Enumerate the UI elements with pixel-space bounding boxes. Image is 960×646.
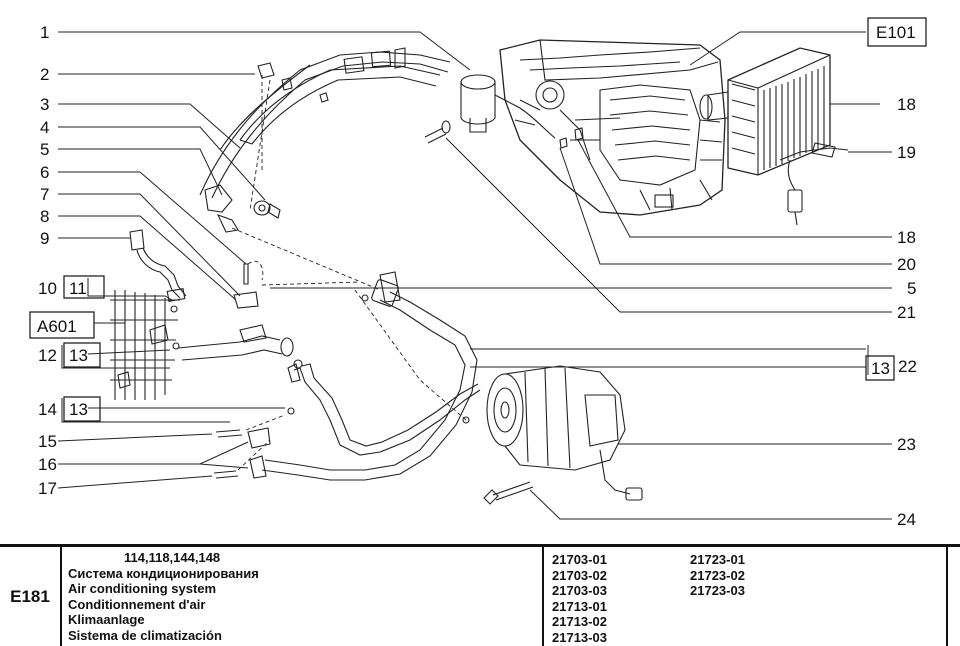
section-code: E181 xyxy=(0,547,62,646)
title-es: Sistema de climatización xyxy=(68,627,222,643)
callout-17: 17 xyxy=(38,479,57,498)
part-number: 21713-01 xyxy=(552,598,607,614)
section-title-cell: 114,118,144,148 Система кондиционировани… xyxy=(62,547,544,646)
temperature-sensor-drawing xyxy=(779,142,849,226)
callout-8: 8 xyxy=(40,207,49,226)
callout-13-right: 13 xyxy=(871,359,890,378)
part-number: 21723-02 xyxy=(690,567,745,583)
leader-lines xyxy=(57,31,892,520)
condenser-pipe-drawing xyxy=(172,324,303,369)
part-numbers-cell: 21703-01 21703-02 21703-03 21713-01 2171… xyxy=(544,547,948,646)
callout-16: 16 xyxy=(38,455,57,474)
callout-5: 5 xyxy=(40,140,49,159)
callout-22: 22 xyxy=(898,357,917,376)
callout-1: 1 xyxy=(40,23,49,42)
assembly-lines xyxy=(231,75,467,471)
callout-13-upper: 13 xyxy=(69,346,88,365)
compressor-hoses-drawing xyxy=(213,271,481,481)
callout-10: 10 xyxy=(38,279,57,298)
callout-18-top: 18 xyxy=(897,95,916,114)
callout-2: 2 xyxy=(40,65,49,84)
callout-11: 11 xyxy=(69,279,87,298)
part-number: 21713-02 xyxy=(552,614,607,630)
pressure-switch-drawing xyxy=(204,62,329,233)
evaporator-core-drawing xyxy=(699,47,831,176)
callout-e101: E101 xyxy=(876,23,916,42)
part-number: 21723-01 xyxy=(690,552,745,567)
heater-housing-drawing xyxy=(499,39,726,216)
callout-5-right: 5 xyxy=(907,279,916,298)
part-numbers-column-1: 21703-01 21703-02 21703-03 21713-01 2171… xyxy=(552,552,607,646)
callout-numbers: 1 2 3 4 5 6 7 8 9 10 11 A601 12 13 14 13… xyxy=(37,23,917,529)
callout-boxes xyxy=(29,17,927,422)
callout-3: 3 xyxy=(40,95,49,114)
part-number: 21703-03 xyxy=(552,583,607,599)
callout-19: 19 xyxy=(897,143,916,162)
part-number: 21713-03 xyxy=(552,629,607,645)
part-number: 21703-01 xyxy=(552,552,607,567)
callout-14: 14 xyxy=(38,400,57,419)
title-de: Klimaanlage xyxy=(68,612,145,628)
callout-21: 21 xyxy=(897,303,916,322)
callout-12: 12 xyxy=(38,346,57,365)
model-list: 114,118,144,148 xyxy=(124,550,221,565)
parts-diagram: 1 2 3 4 5 6 7 8 9 10 11 A601 12 13 14 13… xyxy=(29,17,927,529)
compressor-drawing xyxy=(486,365,643,501)
callout-7: 7 xyxy=(40,185,49,204)
callout-6: 6 xyxy=(40,163,49,182)
callout-20: 20 xyxy=(897,255,916,274)
high-pressure-pipe-drawing xyxy=(199,47,451,199)
title-en: Air conditioning system xyxy=(68,581,217,597)
title-ru: Система кондиционирования xyxy=(68,565,259,581)
callout-15: 15 xyxy=(38,432,57,451)
callout-a601: A601 xyxy=(37,317,77,336)
title-fr: Conditionnement d'air xyxy=(68,596,206,612)
title-block: E181 114,118,144,148 Система кондиционир… xyxy=(0,544,960,646)
condenser-drawing xyxy=(110,290,180,400)
callout-4: 4 xyxy=(40,118,49,137)
compressor-bolt-drawing xyxy=(483,481,534,505)
callout-13-lower: 13 xyxy=(69,400,88,419)
part-numbers-column-2: 21723-01 21723-02 21723-03 xyxy=(690,552,745,599)
callout-23: 23 xyxy=(897,435,916,454)
part-number: 21703-02 xyxy=(552,567,607,583)
callout-24: 24 xyxy=(897,510,916,529)
bolt-drawing xyxy=(424,120,584,149)
part-number: 21723-03 xyxy=(690,583,745,599)
callout-9: 9 xyxy=(40,229,49,248)
callout-18-bottom: 18 xyxy=(897,228,916,247)
receiver-drier-drawing xyxy=(460,74,556,139)
